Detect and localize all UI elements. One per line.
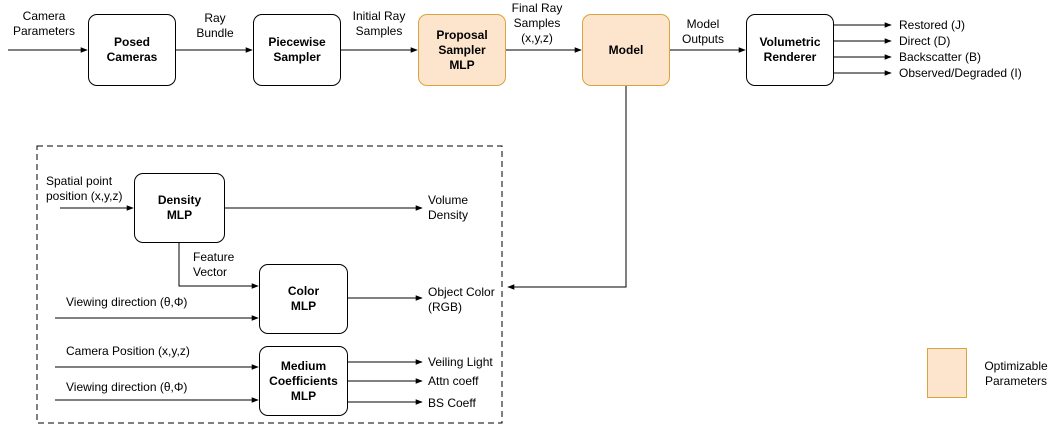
- arrow-model-to-object-color: [507, 86, 627, 290]
- legend-optimizable-swatch: [927, 348, 967, 398]
- initial-ray-samples-label: Initial Ray Samples: [352, 9, 406, 38]
- direct-label: Direct (D): [899, 34, 951, 48]
- observed-label: Observed/Degraded (I): [899, 66, 1022, 80]
- density-mlp-node: Density MLP: [134, 173, 225, 243]
- backscatter-label: Backscatter (B): [899, 50, 982, 64]
- feature-vector-label: Feature Vector: [193, 250, 235, 279]
- volumetric-renderer-node: Volumetric Renderer: [746, 14, 834, 86]
- spatial-point-label: Spatial point position (x,y,z): [46, 174, 123, 203]
- arrow-feature-vector: [178, 243, 259, 289]
- viewing-direction-2-label: Viewing direction (θ,Φ): [66, 380, 188, 394]
- camera-parameters-label: Camera Parameters: [12, 9, 76, 38]
- viewing-direction-1-label: Viewing direction (θ,Φ): [66, 295, 188, 309]
- medium-coefficients-mlp-node: Medium Coefficients MLP: [259, 346, 348, 416]
- legend-optimizable-label: Optimizable Parameters: [984, 359, 1048, 388]
- volume-density-label: Volume Density: [428, 193, 469, 222]
- piecewise-sampler-node: Piecewise Sampler: [253, 14, 341, 86]
- posed-cameras-node: Posed Cameras: [88, 14, 176, 86]
- model-outputs-label: Model Outputs: [681, 17, 725, 46]
- veiling-light-label: Veiling Light: [428, 355, 493, 369]
- restored-label: Restored (J): [899, 18, 966, 32]
- ray-bundle-label: Ray Bundle: [196, 11, 234, 40]
- final-ray-samples-label: Final Ray Samples (x,y,z): [511, 1, 563, 45]
- model-detail-dashed-box: [36, 145, 503, 424]
- camera-position-label: Camera Position (x,y,z): [66, 344, 190, 358]
- object-color-label: Object Color (RGB): [428, 285, 495, 314]
- proposal-sampler-node: Proposal Sampler MLP: [418, 14, 506, 86]
- color-mlp-node: Color MLP: [259, 264, 348, 334]
- bs-coeff-label: BS Coeff: [428, 396, 476, 410]
- model-node: Model: [582, 14, 670, 86]
- attn-coeff-label: Attn coeff: [428, 374, 479, 388]
